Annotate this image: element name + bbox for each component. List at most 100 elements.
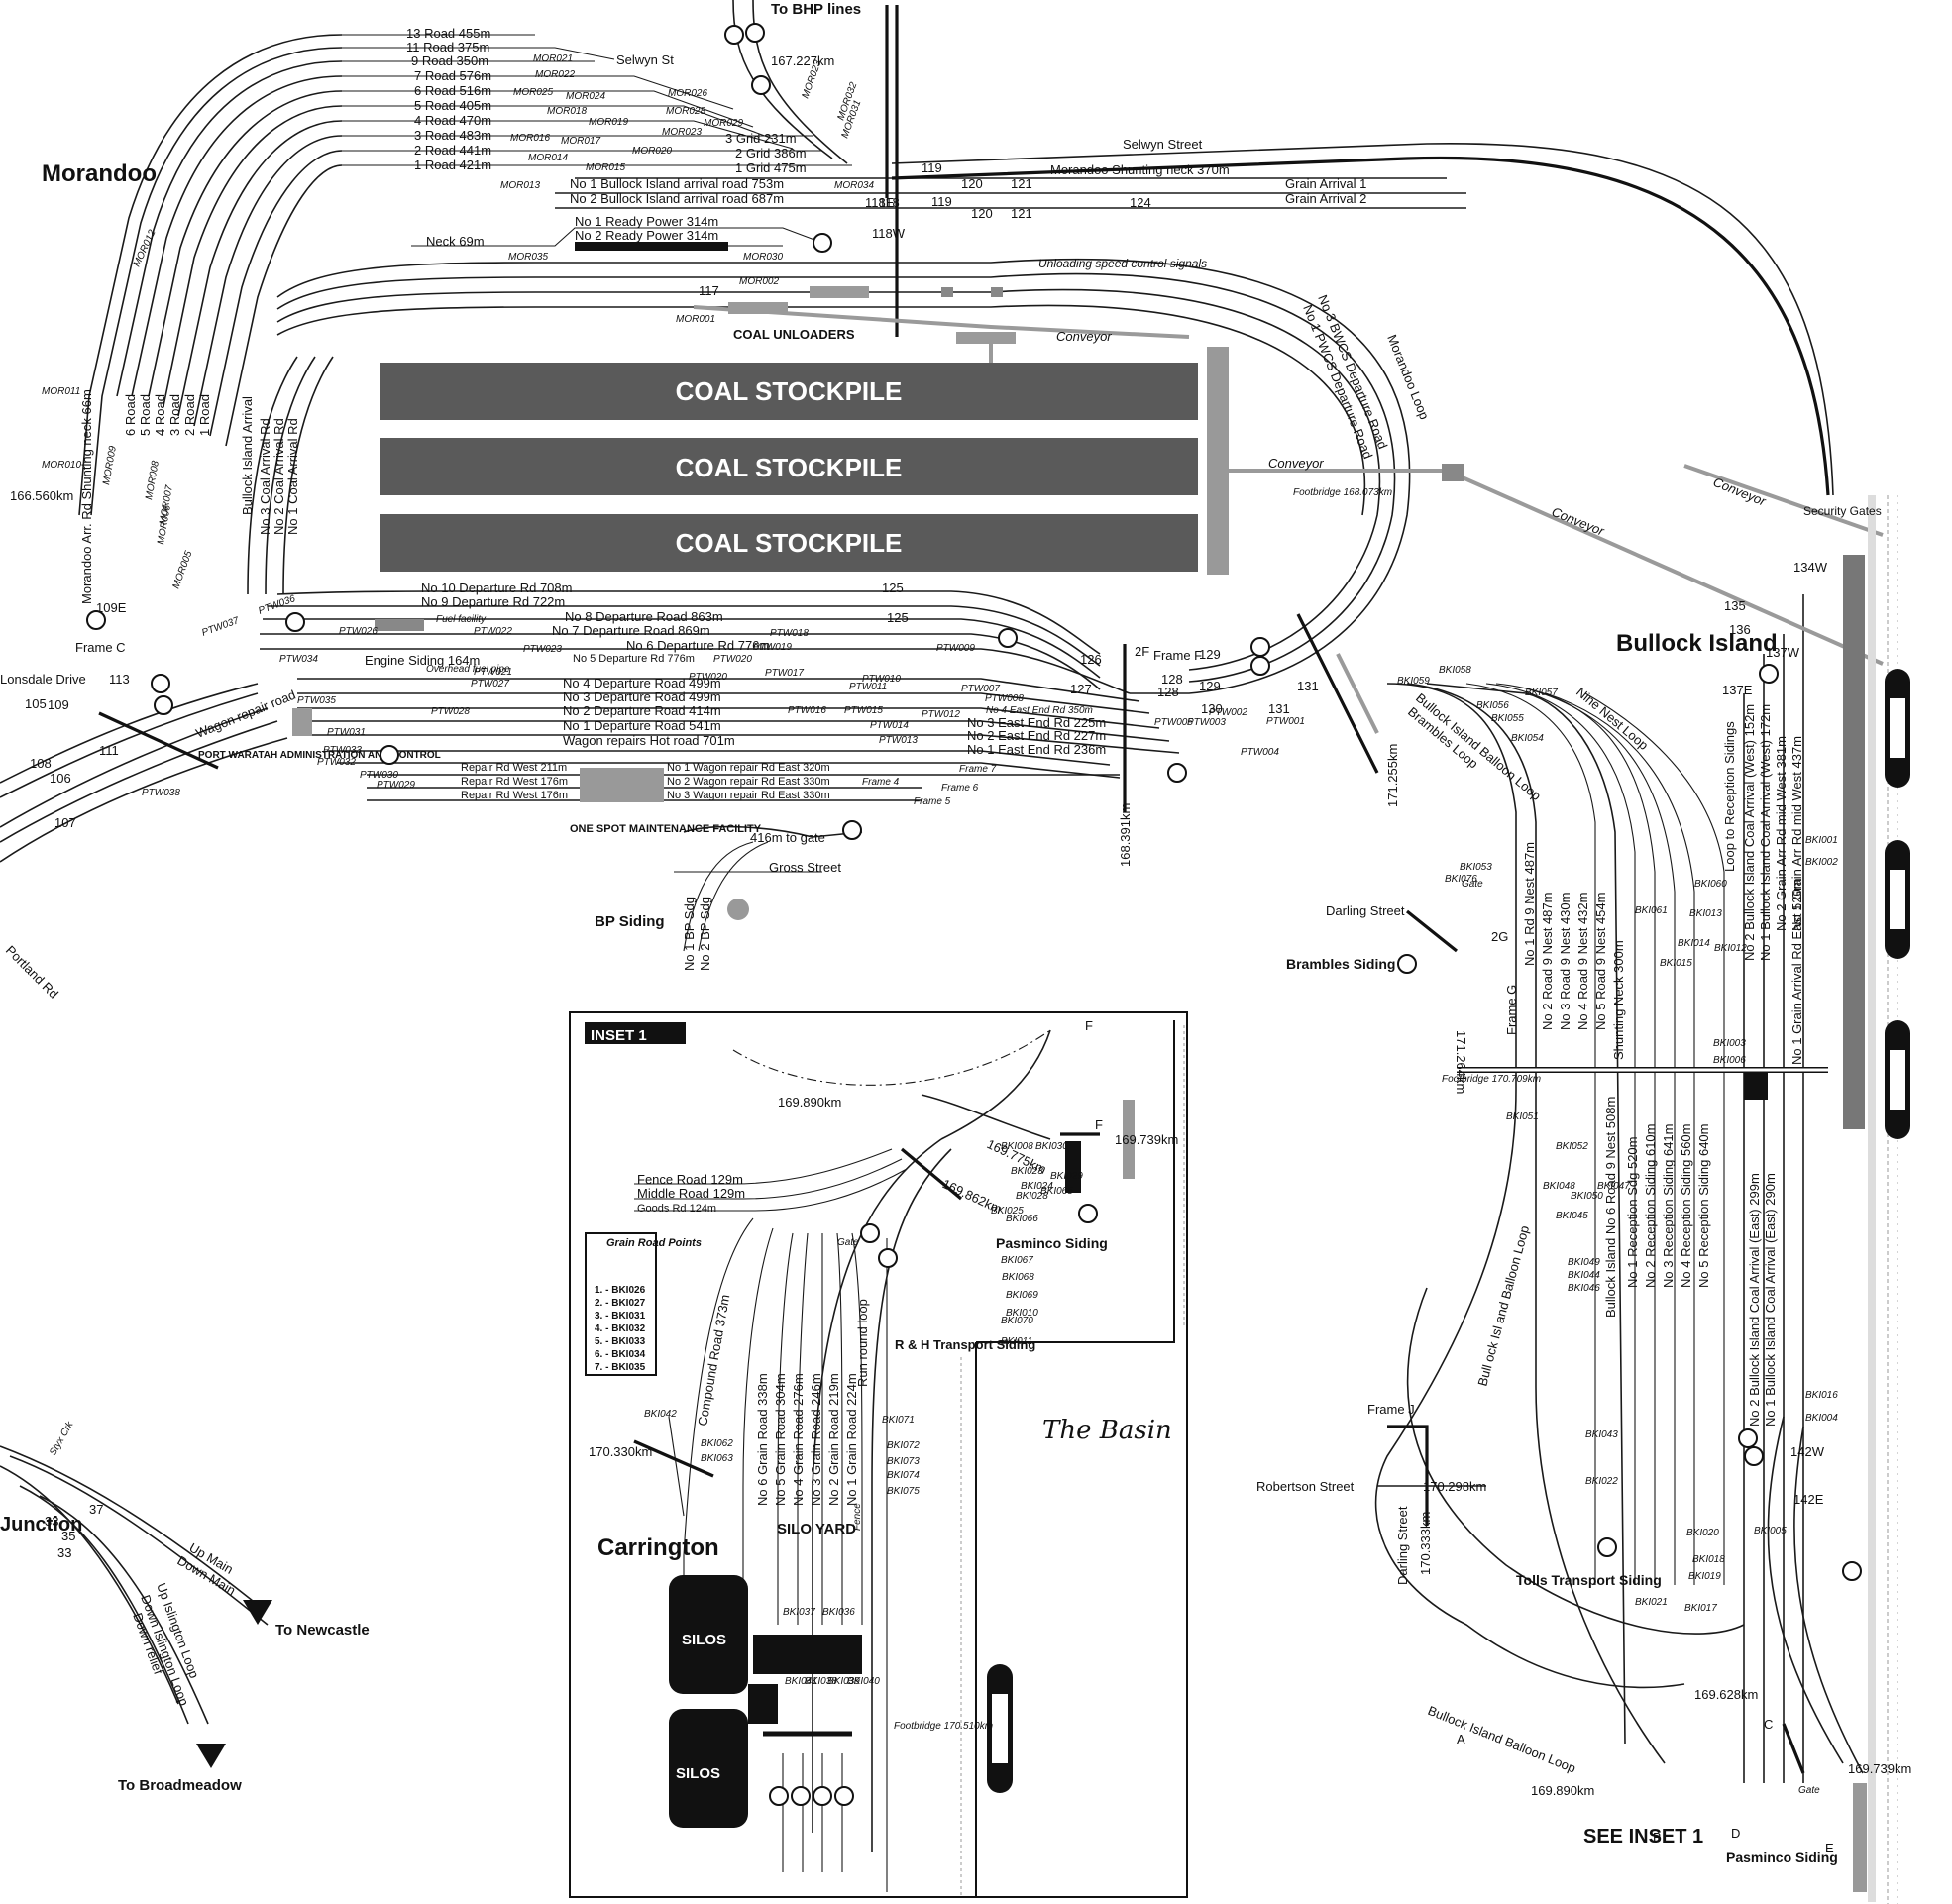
track-number-22: 109E <box>96 600 127 615</box>
signal-bki039-64: BKI039 <box>827 1676 860 1687</box>
signal-mor028: MOR028 <box>666 106 705 117</box>
signal-bki054-5: BKI054 <box>1511 733 1544 744</box>
signal-bki044-25: BKI044 <box>1568 1270 1600 1281</box>
reception-2: No 2 Reception Siding 610m <box>1643 1124 1658 1289</box>
signal-bki046-26: BKI046 <box>1568 1283 1600 1294</box>
loop-balloon-bottom: Bullock Island Balloon Loop <box>1426 1703 1578 1776</box>
track-number-31: 135 <box>1724 598 1746 613</box>
reception-4: No 4 Reception Siding 560m <box>1679 1124 1693 1289</box>
departure-road-5: No 5 Departure Rd 776m <box>573 653 695 665</box>
nest-road-1: No 1 Rd 9 Nest 487m <box>1522 842 1537 966</box>
track-number-30: 134W <box>1793 560 1828 575</box>
signal-bki063-59: BKI063 <box>701 1453 733 1464</box>
vroad-5: 5 Road <box>138 394 153 436</box>
morandoo-road-9: 9 Road 350m <box>411 53 488 68</box>
km-168: 168.391km <box>1118 803 1133 867</box>
parking-markers <box>86 23 1862 1806</box>
grain-point-5: 5. - BKI033 <box>595 1336 646 1347</box>
inset-km-169890: 169.890km <box>778 1095 841 1110</box>
robertson-street-label: Robertson Street <box>1256 1479 1355 1494</box>
to-broadmeadow-arrow-icon <box>196 1744 226 1768</box>
direction-markers <box>196 1600 272 1768</box>
signal-ptw027-13: PTW027 <box>471 679 509 689</box>
signal-ptw035-15: PTW035 <box>297 695 336 706</box>
signal-ptw023-4: PTW023 <box>523 644 562 655</box>
km-171a: 171.255km <box>1385 744 1400 807</box>
departure-road-4: No 4 Departure Road 499m <box>563 676 721 690</box>
signal-ptw001-33: PTW001 <box>1266 716 1305 727</box>
east-end-4: No 4 East End Rd 350m <box>986 705 1093 716</box>
signal-ptw012-25: PTW012 <box>922 709 960 720</box>
ship-icon-2 <box>1885 840 1910 959</box>
signal-ptw014-23: PTW014 <box>870 720 909 731</box>
track-number-47: E <box>1825 1841 1834 1855</box>
parking-p-icon <box>1167 763 1187 783</box>
signal-bki025-40: BKI025 <box>991 1206 1024 1216</box>
morandoo-road-6: 6 Road 516m <box>414 83 491 98</box>
track-number-20: 131 <box>1297 679 1319 693</box>
shunting-neck: Morandoo Shunting neck 370m <box>1050 162 1230 177</box>
signal-bki071-52: BKI071 <box>882 1415 915 1426</box>
inset-km-169739: 169.739km <box>1115 1132 1178 1147</box>
signal-bki068-47: BKI068 <box>1002 1272 1034 1283</box>
signal-mor008: MOR008 <box>144 460 162 501</box>
grain-arr-1: No 2 Bullock Island Coal Arrival (West) … <box>1742 704 1757 961</box>
unloading-signals-label: Unloading speed control signals <box>1038 257 1207 270</box>
signal-bki040-65: BKI040 <box>847 1676 880 1687</box>
selwyn-street-label: Selwyn Street <box>1123 137 1203 152</box>
signal-ptw020-7: PTW020 <box>713 654 752 665</box>
signal-bki037-60: BKI037 <box>783 1607 815 1618</box>
vroad-morandoo-arr: Morandoo Arr. Rd Shunting neck 66m <box>79 389 94 604</box>
parking-p-icon <box>151 674 170 693</box>
inset-goods-road: Goods Rd 124m <box>637 1203 716 1215</box>
parking-p-icon <box>1744 1446 1764 1466</box>
inset-grain-5: No 5 Grain Road 304m <box>773 1373 788 1506</box>
morandoo-road-13: 13 Road 455m <box>406 26 490 41</box>
signal-bki074-55: BKI074 <box>887 1470 920 1481</box>
wagon-repair-road: Wagon repair road <box>194 688 298 741</box>
track-number-14: 127 <box>1070 682 1092 696</box>
morandoo-road-3: 3 Road 483m <box>414 128 491 143</box>
carrington-label: Carrington <box>597 1534 719 1561</box>
parking-p-icon <box>769 1786 789 1806</box>
vroad-4: 4 Road <box>153 394 167 436</box>
departure-road-10: No 10 Departure Rd 708m <box>421 581 572 595</box>
lonsdale-drive: Lonsdale Drive <box>0 672 86 687</box>
frame-7: Frame 7 <box>959 764 997 775</box>
inset-middle-road: Middle Road 129m <box>637 1186 745 1201</box>
maintenance-facility-block <box>580 768 664 802</box>
inset-km-170330: 170.330km <box>589 1444 652 1459</box>
east-end-3: No 3 East End Rd 225m <box>967 715 1106 730</box>
track-number-34: 137E <box>1722 683 1753 697</box>
inset-1: INSET 1 <box>569 1011 1188 1898</box>
vroad-1: 1 Road <box>197 394 212 436</box>
signal-bki053-6: BKI053 <box>1460 862 1492 873</box>
signal-bki030-43: BKI030 <box>1035 1141 1068 1152</box>
wagon-repair-east-2: No 2 Wagon repair Rd East 330m <box>667 776 830 788</box>
inset-grain-1: No 1 Grain Road 224m <box>844 1373 859 1506</box>
departure-road-9: No 9 Departure Rd 722m <box>421 594 565 609</box>
one-spot-label: ONE SPOT MAINTENANCE FACILITY <box>570 823 762 835</box>
ship-icon-inset <box>987 1664 1013 1793</box>
inset-grain-6: No 6 Grain Road 338m <box>755 1373 770 1506</box>
wagon-repair-east-1: No 1 Wagon repair Rd East 320m <box>667 762 830 774</box>
signal-mor022: MOR022 <box>535 69 575 80</box>
bp-sdg-1: No 1 BP Sdg <box>682 897 697 971</box>
signal-ptw034-11: PTW034 <box>279 654 318 665</box>
junction-label: Junction <box>0 1514 82 1535</box>
signal-mor026: MOR026 <box>668 88 707 99</box>
overhead-fuel-pipe: Overhead fuel pipe <box>426 664 510 675</box>
parking-p-icon <box>1078 1204 1098 1223</box>
signal-ptw020-8: PTW020 <box>689 672 727 683</box>
track-number-13: 126 <box>1080 652 1102 667</box>
track-number-18: 129 <box>1199 679 1221 693</box>
track-number-48: F <box>1085 1018 1093 1033</box>
track-number-27: 107 <box>54 815 76 830</box>
frame-4: Frame 4 <box>862 777 900 788</box>
departure-road-1: No 1 Departure Road 541m <box>563 718 721 733</box>
signal-ptw003-31: PTW003 <box>1187 717 1226 728</box>
inset-grain-4: No 4 Grain Road 276m <box>791 1373 806 1506</box>
signal-bki051-18: BKI051 <box>1506 1111 1539 1122</box>
signal-ptw013-24: PTW013 <box>879 735 918 746</box>
bp-sdg-2: No 2 BP Sdg <box>698 897 712 971</box>
